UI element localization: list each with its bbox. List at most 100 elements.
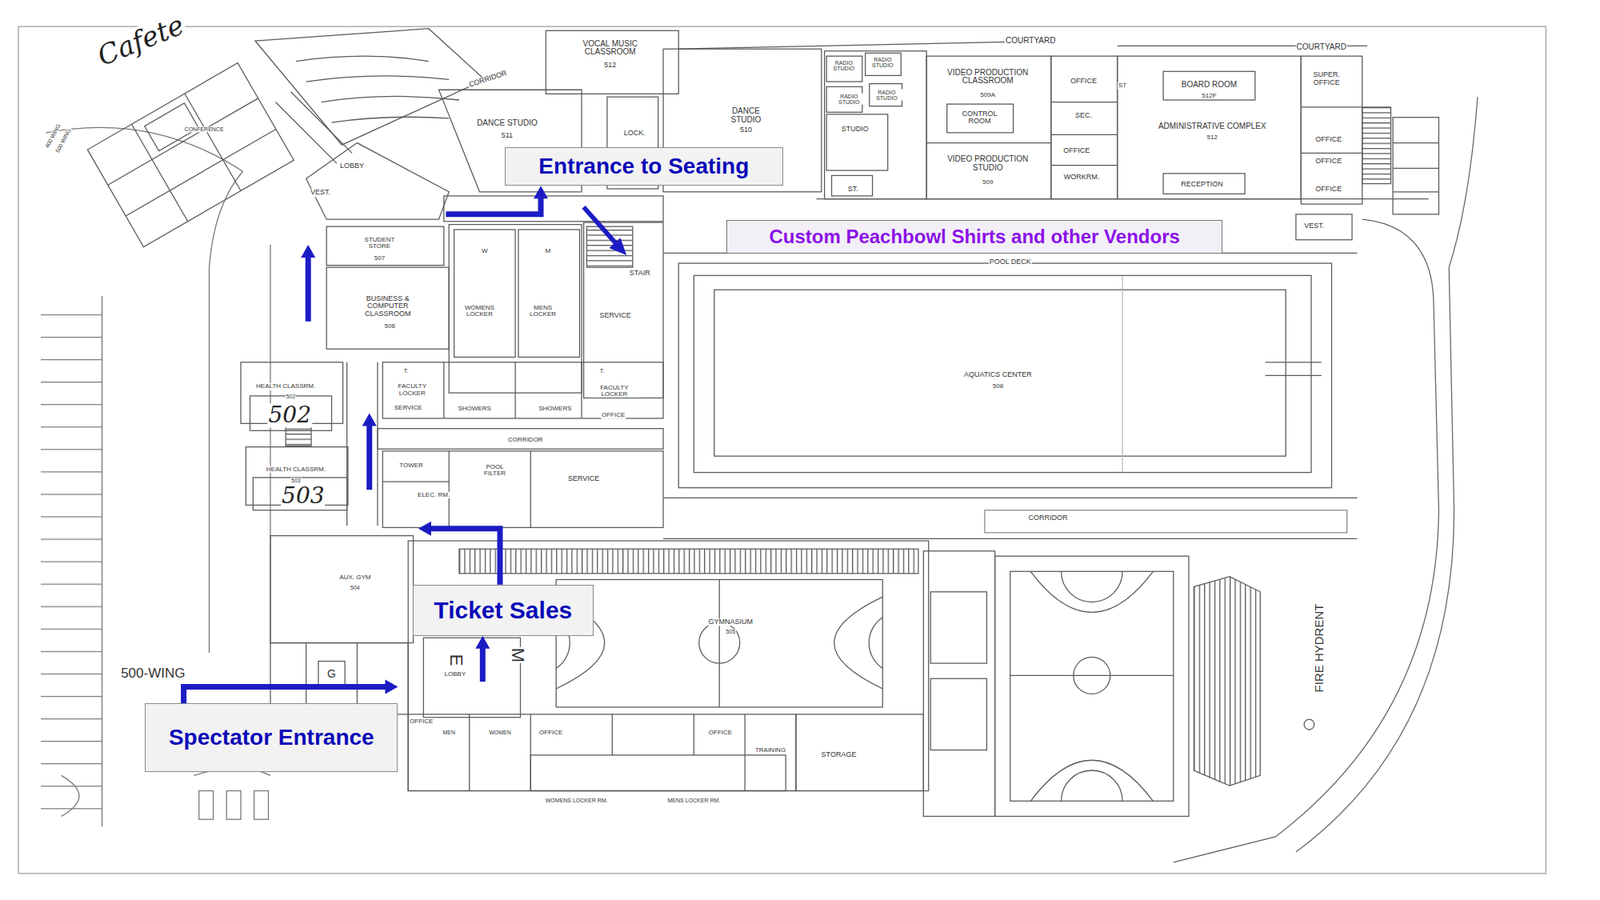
room-label: 512 [1206,134,1219,141]
room-label: 505 [724,628,736,635]
callout-text: Ticket Sales [433,596,572,624]
room-label: COURTYARD [1004,36,1056,46]
room-label: CORRIDOR [1027,514,1068,522]
room-label: ELEC. RM. [416,491,451,498]
room-label: RADIO STUDIO [870,88,903,101]
stair-arrow [584,207,628,256]
room-label: DANCE STUDIO [720,107,773,124]
room-label: VEST. [309,188,332,196]
room-label: E [447,653,466,668]
room-label: 503 [290,477,302,484]
room-label: 510 [739,127,753,135]
room-label: M [508,647,527,664]
room-label: STUDENT STORE [353,236,407,250]
room-label: 509 [981,179,994,186]
route-line [305,256,312,322]
callout-box: Ticket Sales [412,584,594,636]
room-label: VIDEO PRODUCTION CLASSROOM [931,68,1045,85]
room-label: RADIO STUDIO [828,59,860,72]
room-label: OFFICE [1062,147,1091,155]
room-label: POOL FILTER [473,464,516,478]
route-line [184,686,388,704]
room-label: RECEPTION [1180,180,1224,188]
room-label: VOCAL MUSIC CLASSROOM [568,39,652,56]
room-label: VIDEO PRODUCTION STUDIO [946,155,1030,172]
gymnasium [270,536,1315,817]
room-label: OFFICE [1314,186,1343,194]
room-label: 511 [500,132,514,140]
room-label: AUX. GYM [338,574,372,581]
room-label: WOMENS LOCKER RM. [544,798,609,804]
room-label: OFFICE [538,729,564,736]
site-frame [18,26,1546,874]
room-label: RADIO STUDIO [832,92,865,105]
arrow-head [384,679,398,694]
room-label: COURTYARD [1296,42,1348,52]
room-label: FACULTY LOCKER [588,384,641,398]
room-label: MENS LOCKER [521,304,564,319]
room-label: MEN [441,729,456,736]
locker-block [240,196,664,528]
room-label: CORRIDOR [467,69,508,90]
room-label: SEC. [1074,112,1093,120]
room-label: 508 [992,383,1004,390]
callout-box: Spectator Entrance [144,703,398,772]
arrow-head [418,521,432,536]
room-label: LOCK. [623,129,647,137]
room-label: SERVICE [598,312,632,320]
room-label: SHOWERS [456,405,492,412]
room-label: 512 [603,61,617,69]
room-label: GYMNASIUM [707,618,754,626]
room-label: SUPER. OFFICE [1305,71,1348,87]
room-label: SERVICE [567,476,600,484]
room-label: OFFICE [600,412,626,419]
room-label: HEALTH CLASSRM. [265,466,327,473]
arrow-head [300,244,316,258]
room-label: T. [598,368,605,375]
arrow-head [475,636,490,649]
room-label: DANCE STUDIO [476,119,539,128]
room-label: VEST. [1303,222,1325,230]
room-label: M [544,248,552,255]
room-label: CONFERENCE [184,126,225,132]
route-line [429,528,500,585]
room-label: TOWER [398,461,424,468]
route-line [445,196,541,215]
room-label: LOBBY [339,162,365,170]
route-line [366,424,372,491]
arrow-head [533,185,548,199]
room-label: BOARD ROOM [1180,80,1238,90]
room-label: CONTROL ROOM [953,109,1007,125]
room-label: CORRIDOR [507,436,544,444]
room-label: T. [403,368,410,375]
room-label: 504 [349,584,361,591]
route-arrow [300,185,548,585]
route-arrow [184,636,491,704]
room-label: 509A [979,91,996,98]
room-label: WOMENS LOCKER [458,304,501,319]
callout-box: Custom Peachbowl Shirts and other Vendor… [726,220,1223,254]
room-label: SHOWERS [537,405,572,412]
room-label: OFFICE [1314,157,1343,165]
room-label: HEALTH CLASSRM. [255,383,316,390]
road [1173,96,1478,863]
aquatics-center [663,252,1357,539]
room-label: WORKRM. [1063,173,1101,181]
arrow-head [362,413,377,427]
handwritten-label: Cafete [92,10,189,72]
room-label: W [480,248,489,255]
top-rooms [438,30,1439,240]
room-label: BUSINESS & COMPUTER CLASSROOM [348,294,428,317]
wing-400 [87,28,485,248]
room-label: MENS LOCKER RM. [666,798,721,804]
room-label: FACULTY LOCKER [385,383,439,397]
room-label: 500-WING [120,666,186,681]
callout-text: Custom Peachbowl Shirts and other Vendor… [768,226,1180,248]
room-label: 502 [285,394,297,400]
room-label: OFFICE [1069,77,1098,85]
room-label: OFFICE [1314,136,1343,144]
route-line [480,647,486,682]
room-label: OFFICE [408,718,434,725]
room-label: WOMEN [488,729,512,736]
handwritten-label: 502 [268,403,312,427]
